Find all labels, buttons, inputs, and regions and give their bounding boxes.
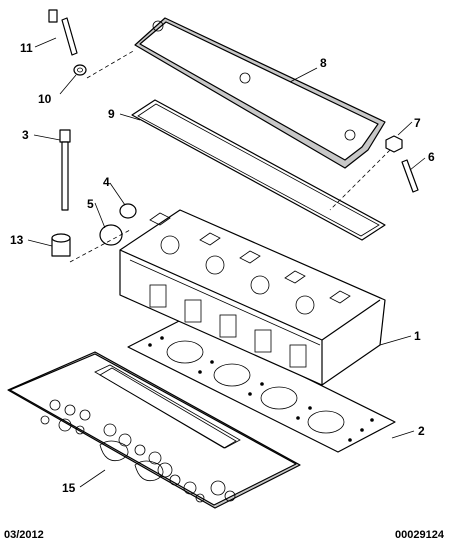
valve-cover-gasket xyxy=(131,99,386,241)
alignment-line xyxy=(69,229,131,263)
callout-15: 15 xyxy=(62,481,76,495)
callout-10: 10 xyxy=(38,92,52,106)
head-bolt xyxy=(59,129,71,211)
callout-1: 1 xyxy=(414,329,421,343)
valve-cover xyxy=(134,17,386,169)
alignment-line xyxy=(329,149,391,211)
footer-reference: 00029124 xyxy=(395,529,444,541)
callout-9: 9 xyxy=(108,107,115,121)
callout-4: 4 xyxy=(103,175,110,189)
callout-11: 11 xyxy=(20,41,33,55)
leader-lines xyxy=(27,37,426,488)
sleeve xyxy=(51,233,71,257)
callout-7: 7 xyxy=(414,116,421,130)
stud-bolt xyxy=(48,9,78,56)
callout-8: 8 xyxy=(320,56,327,70)
plug-large xyxy=(99,224,123,246)
callout-3: 3 xyxy=(22,128,29,142)
cylinder-head xyxy=(119,209,386,386)
callout-6: 6 xyxy=(428,150,435,164)
washer xyxy=(73,64,87,76)
plug-small xyxy=(119,203,137,219)
stud xyxy=(401,159,419,193)
callout-5: 5 xyxy=(87,197,94,211)
head-gasket xyxy=(127,317,396,453)
nut xyxy=(385,135,403,153)
gasket-set xyxy=(7,351,301,509)
alignment-line xyxy=(86,49,136,79)
callout-13: 13 xyxy=(10,233,24,247)
footer-date: 03/2012 xyxy=(4,529,44,541)
callout-2: 2 xyxy=(418,424,425,438)
